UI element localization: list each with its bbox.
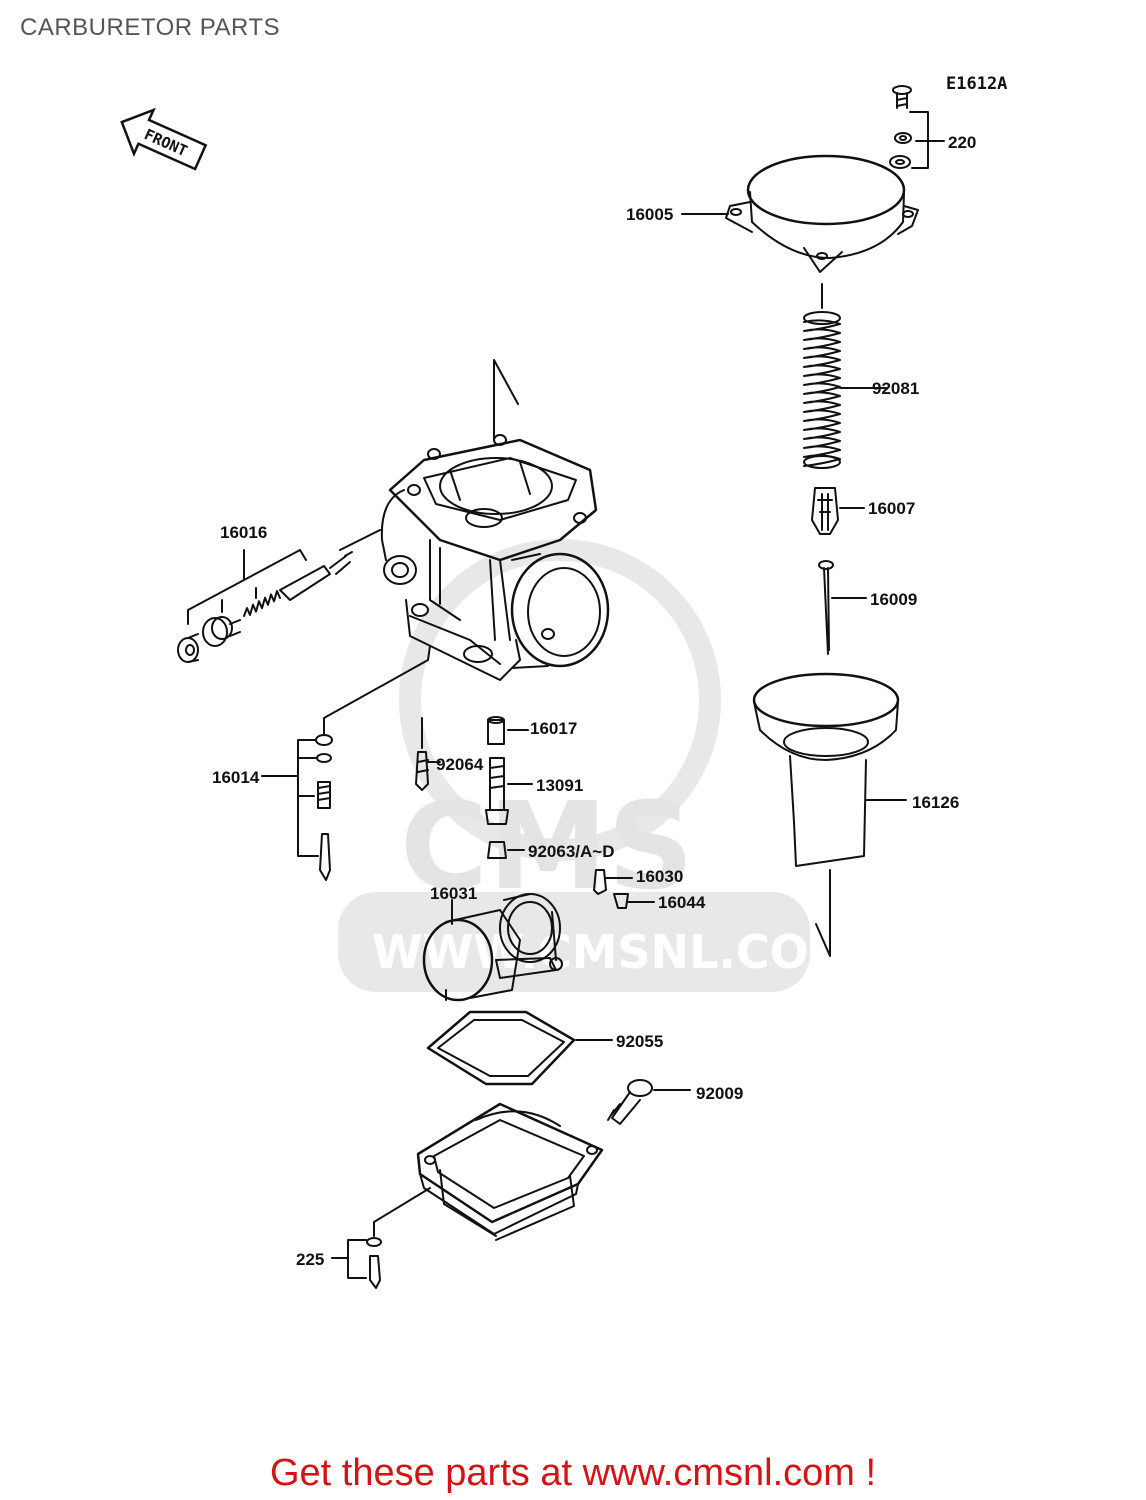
front-arrow: FRONT [120,107,208,171]
part-label-16017[interactable]: 16017 [530,719,578,738]
slide-spring [803,283,887,469]
page-title: CARBURETOR PARTS [20,14,281,41]
bowl-screw [331,1187,431,1289]
part-label-13091[interactable]: 13091 [536,776,584,795]
screw-92064 [415,717,441,791]
part-label-92055[interactable]: 92055 [616,1032,664,1051]
drain-screw [607,1079,691,1125]
part-label-16009[interactable]: 16009 [870,590,918,609]
main-jet [487,841,525,859]
part-label-16030[interactable]: 16030 [636,867,684,886]
watermark: CMS WWW.CMSNL.COM [338,539,855,992]
part-label-16007[interactable]: 16007 [868,499,916,518]
jet-holder [485,757,533,825]
footer-link[interactable]: Get these parts at www.cmsnl.com ! [269,1452,877,1494]
part-label-92081[interactable]: 92081 [872,379,920,398]
part-label-16005[interactable]: 16005 [626,205,674,224]
top-cover [681,154,919,273]
front-arrow-shape [120,107,208,171]
part-label-16044[interactable]: 16044 [658,893,706,912]
part-label-16014[interactable]: 16014 [212,768,260,787]
needle-holder [811,487,865,535]
pilot-screw-set [177,549,353,663]
diagram-code: E1612A [946,74,1008,94]
float-valve-set [261,659,429,881]
watermark-url: WWW.CMSNL.COM [372,925,855,979]
spring-coil [803,319,841,467]
watermark-brand: CMS [400,778,694,917]
top-screw [889,85,945,169]
needle-jet [487,716,529,745]
carburetor-body [339,434,610,681]
part-label-92009[interactable]: 92009 [696,1084,744,1103]
part-label-92064[interactable]: 92064 [436,755,484,774]
part-label-92063[interactable]: 92063/A~D [528,842,615,861]
part-label-225[interactable]: 225 [296,1250,325,1269]
part-label-16031[interactable]: 16031 [430,884,478,903]
guide-line-top [493,359,519,441]
float-gasket [426,1010,613,1086]
part-label-16126[interactable]: 16126 [912,793,960,812]
vacuum-piston [752,672,907,957]
float-bowl [416,1102,604,1241]
jet-needle [818,560,867,655]
pilot-spring [243,590,281,617]
part-label-220[interactable]: 220 [948,133,977,152]
starter-jet [593,869,655,909]
inlet-joint [422,893,563,1002]
part-label-16016[interactable]: 16016 [220,523,268,542]
